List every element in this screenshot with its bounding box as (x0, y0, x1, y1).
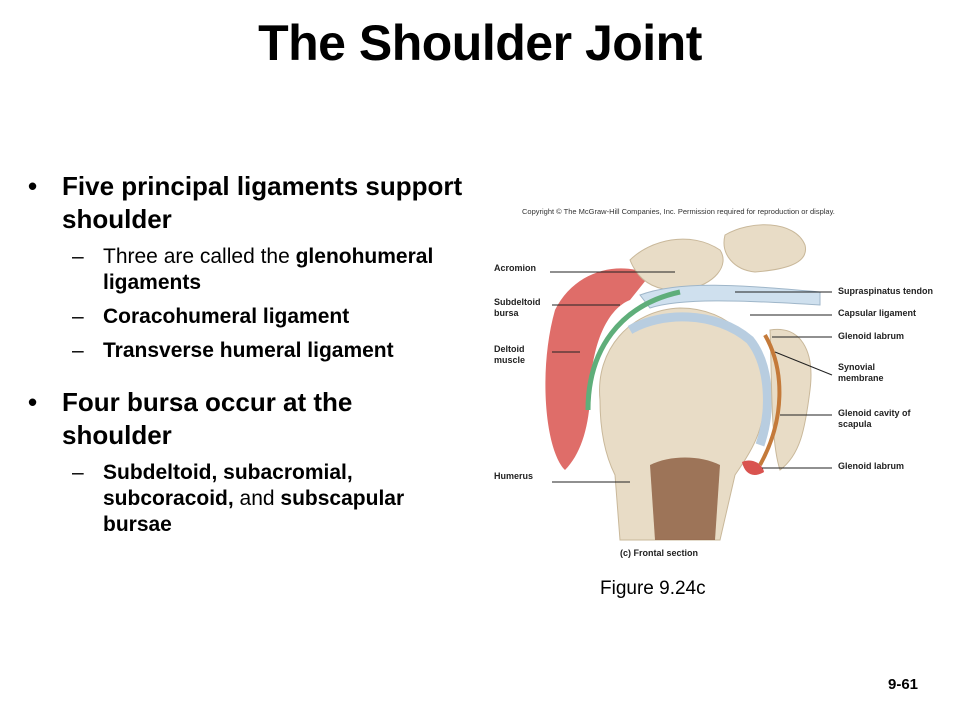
leader-lines (550, 271, 833, 483)
shoulder-figure: Copyright © The McGraw-Hill Companies, I… (480, 200, 960, 580)
sub-bullet: – Coracohumeral ligament (72, 305, 350, 328)
acromion-shape (629, 238, 724, 291)
sub-text-bold: subscapular bursae (103, 487, 405, 536)
label-capsular-ligament: Capsular ligament (838, 308, 917, 318)
sub-list-ligaments: – Three are called the glenohumeral liga… (72, 244, 468, 364)
label-deltoid-muscle: Deltoid muscle (494, 344, 526, 365)
sub-text-bold: Subdeltoid, subacromial, subcoracoid, (103, 461, 353, 510)
figure-caption: Figure 9.24c (600, 578, 706, 599)
sub-text: and (233, 487, 281, 510)
label-subdeltoid-bursa: Subdeltoid bursa (494, 297, 541, 318)
labrum-lower-shape (742, 460, 764, 475)
label-glenoid-cavity: Glenoid cavity of scapula (838, 408, 911, 429)
bullet-ligaments: • Five principal ligaments support shoul… (28, 170, 468, 236)
label-acromion: Acromion (494, 263, 537, 273)
label-humerus: Humerus (494, 471, 534, 481)
label-glenoid-labrum-upper: Glenoid labrum (838, 331, 905, 341)
bursa-shape (585, 289, 681, 411)
slide-title: The Shoulder Joint (258, 15, 702, 71)
sub-text-bold: glenohumeral ligaments (103, 245, 434, 294)
bullet-text: Four bursa occur at the shoulder (62, 387, 353, 450)
marrow-shape (650, 457, 720, 540)
sub-bullet: – Transverse humeral ligament (72, 339, 394, 362)
sub-bullet: – Subdeltoid, subacromial, subcoracoid, … (72, 461, 405, 536)
label-supraspinatus-tendon: Supraspinatus tendon (838, 286, 934, 296)
scapula-top-shape (723, 224, 806, 273)
synovial-shape (758, 334, 782, 466)
bullet-text: Five principal ligaments support shoulde… (62, 171, 463, 234)
sub-bullet: – Three are called the glenohumeral liga… (72, 245, 434, 294)
slide-number: 9-61 (888, 676, 919, 693)
scapula-shape (769, 328, 812, 471)
supraspinatus-shape (639, 284, 821, 309)
section-caption: (c) Frontal section (620, 548, 699, 558)
bullet-bursae: • Four bursa occur at the shoulder (28, 386, 468, 452)
deltoid-muscle-shape (545, 268, 650, 470)
cartilage-shape (627, 312, 772, 447)
sub-text-bold: Transverse humeral ligament (103, 339, 394, 362)
sub-list-bursae: – Subdeltoid, subacromial, subcoracoid, … (72, 460, 468, 538)
sub-text: Three are called the (103, 245, 296, 268)
shoulder-illustration (545, 224, 833, 541)
bullet-dot: • (28, 387, 38, 417)
label-synovial-membrane: Synovial membrane (838, 362, 884, 383)
bullet-dot: • (28, 171, 38, 201)
bullet-list: • Five principal ligaments support shoul… (28, 170, 468, 560)
label-glenoid-labrum-lower: Glenoid labrum (838, 461, 905, 471)
sub-text-bold: Coracohumeral ligament (103, 305, 350, 328)
copyright-notice: Copyright © The McGraw-Hill Companies, I… (522, 207, 835, 216)
